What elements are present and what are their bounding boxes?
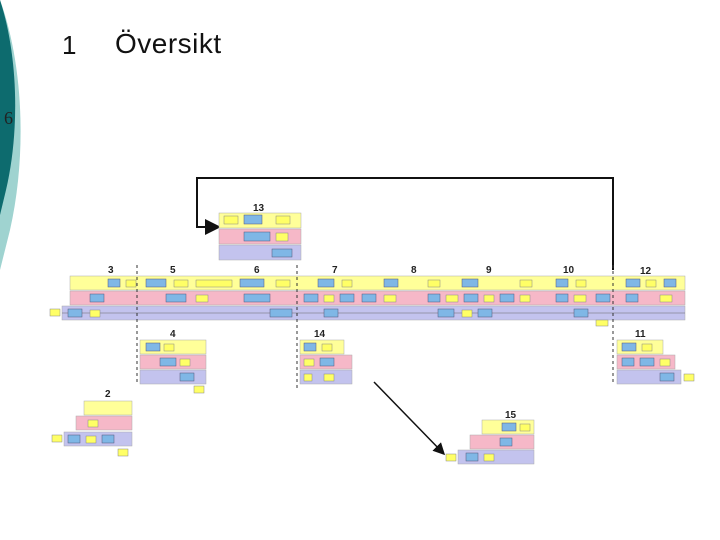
side-decoration xyxy=(0,0,21,270)
label-5: 5 xyxy=(170,265,176,276)
box-11 xyxy=(616,339,695,385)
label-9: 9 xyxy=(486,265,492,276)
label-2: 2 xyxy=(105,389,111,400)
box-13 xyxy=(218,212,302,261)
label-15: 15 xyxy=(505,410,517,421)
slide-number: 1 xyxy=(62,30,77,60)
box-4 xyxy=(139,339,207,394)
label-10: 10 xyxy=(563,265,575,276)
label-8: 8 xyxy=(411,265,417,276)
box-14 xyxy=(299,339,353,385)
main-strip xyxy=(49,275,686,327)
label-12: 12 xyxy=(640,266,652,277)
label-7: 7 xyxy=(332,265,338,276)
label-4: 4 xyxy=(170,329,176,340)
label-6: 6 xyxy=(254,265,260,276)
side-digit: 6 xyxy=(4,108,13,128)
label-14: 14 xyxy=(314,329,326,340)
feedback-arrow xyxy=(196,177,614,270)
label-11: 11 xyxy=(635,329,646,340)
page-title: Översikt xyxy=(115,28,222,59)
box-15 xyxy=(445,419,535,465)
label-3: 3 xyxy=(108,265,114,276)
label-13: 13 xyxy=(253,203,265,214)
box-2 xyxy=(51,400,133,457)
separators xyxy=(136,265,614,388)
flow-arrow-14-to-15 xyxy=(373,381,446,456)
